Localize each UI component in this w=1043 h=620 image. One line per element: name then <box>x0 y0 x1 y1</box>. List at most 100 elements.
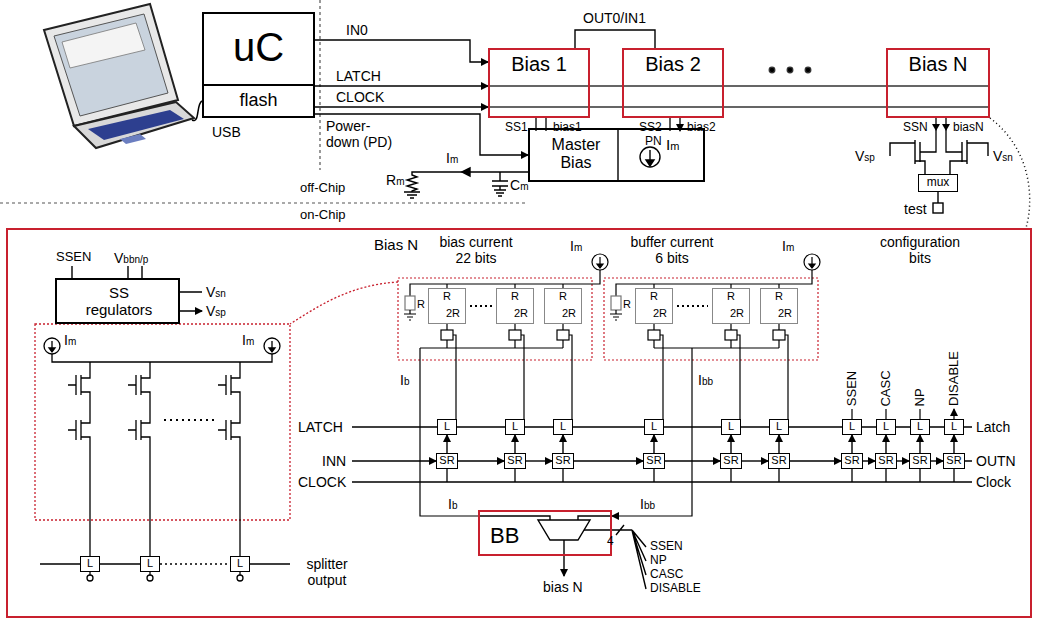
signal-label: Vsn <box>993 148 1013 164</box>
circuit-block: BB <box>478 510 612 556</box>
block-text: L <box>843 420 861 433</box>
circuit-block: R2R <box>760 288 798 324</box>
block-text: R <box>497 290 533 303</box>
block-text: Master Bias <box>534 136 618 173</box>
signal-label: bias N <box>543 579 583 595</box>
block-text: SR <box>944 454 964 467</box>
signal-label: Latch <box>976 419 1010 435</box>
signal-wire <box>574 460 643 461</box>
signal-label: on-Chip <box>300 208 346 223</box>
signal-label: Vsn <box>206 284 226 300</box>
signal-label: Cm <box>510 177 528 193</box>
laptop-illustration <box>44 4 202 148</box>
signal-label: biasN <box>953 121 984 135</box>
signal-label: R <box>417 298 425 311</box>
circuit-block: R2R <box>428 288 466 324</box>
signal-label: Im <box>242 332 254 348</box>
circuit-block: Bias 1 <box>488 48 590 118</box>
signal-label: Ib <box>448 496 457 512</box>
block-text: BB <box>490 523 530 548</box>
circuit-block: L <box>721 419 741 435</box>
signal-wire <box>931 460 943 461</box>
signal-label: Vbbn/p <box>114 250 148 266</box>
wire-label: OUT0/IN1 <box>583 10 646 26</box>
register-wires <box>352 427 972 482</box>
signal-wire <box>315 40 488 62</box>
block-text: SR <box>553 454 573 467</box>
signal-label: Im <box>782 238 794 254</box>
block-text: L <box>506 420 524 433</box>
block-text: L <box>877 420 895 433</box>
signal-label: Im <box>570 238 582 254</box>
block-text: Bias 1 <box>490 53 588 76</box>
master-bias-parts <box>404 118 1030 228</box>
signal-wire <box>863 460 875 461</box>
circuit-block: L <box>553 419 573 435</box>
block-text: SR <box>721 454 741 467</box>
circuit-block: SR <box>909 453 931 469</box>
signal-label: Rm <box>386 172 404 188</box>
signal-label: SS1 <box>505 121 528 135</box>
block-text: SR <box>437 454 457 467</box>
block-text: mux <box>919 176 957 190</box>
block-text: 2R <box>730 307 748 320</box>
signal-label: NP <box>913 388 928 406</box>
circuit-block: mux <box>918 174 958 192</box>
circuit-block: SR <box>436 453 458 469</box>
block-text: SR <box>876 454 896 467</box>
signal-wire <box>778 435 779 453</box>
signal-label: Ibb <box>640 496 655 512</box>
block-text: L <box>911 420 929 433</box>
signal-label: bias1 <box>553 121 582 135</box>
block-text: SR <box>842 454 862 467</box>
signal-label: test <box>904 201 927 217</box>
signal-wire <box>730 435 731 453</box>
block-text: Bias N <box>888 53 988 76</box>
circuit-block: Master BiasIm <box>528 128 705 182</box>
block-text: R <box>429 290 465 303</box>
circuit-block: L <box>80 556 100 572</box>
signal-label: R <box>623 298 631 311</box>
signal-label: Im <box>446 150 458 166</box>
bias-buffer-parts <box>478 516 646 589</box>
circuit-block: L <box>140 556 160 572</box>
block-text: Bias 2 <box>624 53 722 76</box>
wire-label: Power- down (PD) <box>326 118 400 150</box>
circuit-block: SR <box>504 453 526 469</box>
signal-label: off-Chip <box>300 181 345 196</box>
signal-wire <box>562 435 563 453</box>
signal-wire <box>526 460 552 461</box>
signal-label: Ibb <box>698 372 713 388</box>
circuit-block: Bias N <box>886 48 990 118</box>
circuit-block: L <box>769 419 789 435</box>
block-text: Bias N <box>374 236 444 253</box>
circuit-block: flash <box>202 84 315 118</box>
block-text: R <box>545 290 581 303</box>
circuit-block: SR <box>552 453 574 469</box>
signal-label: NP <box>650 554 667 568</box>
circuit-block: SR <box>643 453 665 469</box>
signal-label: Clock <box>976 474 1011 490</box>
circuit-block: L <box>944 419 964 435</box>
circuit-block: R 2R <box>712 288 750 324</box>
signal-wire <box>446 435 447 453</box>
circuit-block: L <box>644 419 664 435</box>
block-text: L <box>141 557 159 570</box>
signal-label: CASC <box>650 568 683 582</box>
block-text: 2R <box>514 307 532 320</box>
signal-label: SSEN <box>650 540 683 554</box>
circuit-block: L <box>437 419 457 435</box>
signal-wire <box>665 460 720 461</box>
block-text: 2R <box>562 307 580 320</box>
signal-wire <box>851 435 852 453</box>
circuit-block: SS regulators <box>55 278 180 324</box>
block-text: uC <box>204 24 313 70</box>
block-text: R <box>713 290 749 303</box>
circuit-block: uC flash <box>202 12 315 118</box>
signal-label: CLOCK <box>298 474 346 490</box>
block-text: L <box>770 420 788 433</box>
signal-label: OUTN <box>976 453 1016 469</box>
circuit-block: L <box>876 419 896 435</box>
circuit-block: R 2R <box>496 288 534 324</box>
signal-label: splitter output <box>296 556 358 588</box>
